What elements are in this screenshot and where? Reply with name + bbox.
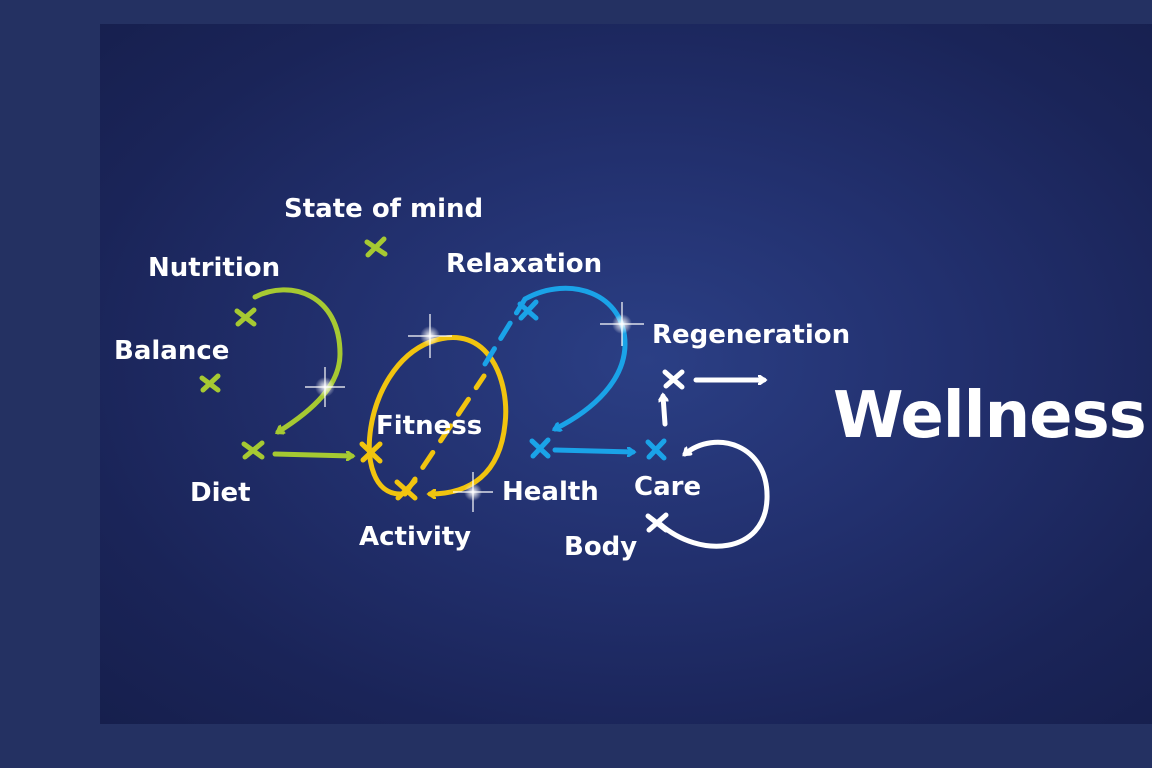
label-health: Health	[502, 477, 599, 507]
label-fitness: Fitness	[376, 411, 483, 441]
label-state-of-mind: State of mind	[284, 194, 484, 224]
poster-title: Wellness	[833, 379, 1147, 453]
label-activity: Activity	[359, 522, 472, 552]
digit-two-blue	[482, 285, 633, 452]
cross-mark-icon	[199, 236, 388, 460]
label-balance: Balance	[114, 336, 230, 366]
cross-mark-icon	[645, 369, 685, 533]
sparkle-icon	[305, 302, 644, 512]
year-drawing	[199, 236, 770, 549]
digit-two-green	[252, 287, 352, 456]
label-body: Body	[564, 532, 638, 562]
wellness-poster: State of mind Nutrition Relaxation Regen…	[100, 24, 1152, 724]
label-nutrition: Nutrition	[148, 253, 281, 283]
cross-mark-icon	[359, 441, 418, 501]
label-regeneration: Regeneration	[652, 320, 851, 350]
digit-five-white	[657, 380, 770, 549]
label-diet: Diet	[190, 478, 251, 508]
digit-zero-yellow	[366, 335, 509, 494]
label-care: Care	[634, 472, 702, 502]
label-relaxation: Relaxation	[446, 249, 603, 279]
cross-mark-icon	[517, 299, 667, 461]
